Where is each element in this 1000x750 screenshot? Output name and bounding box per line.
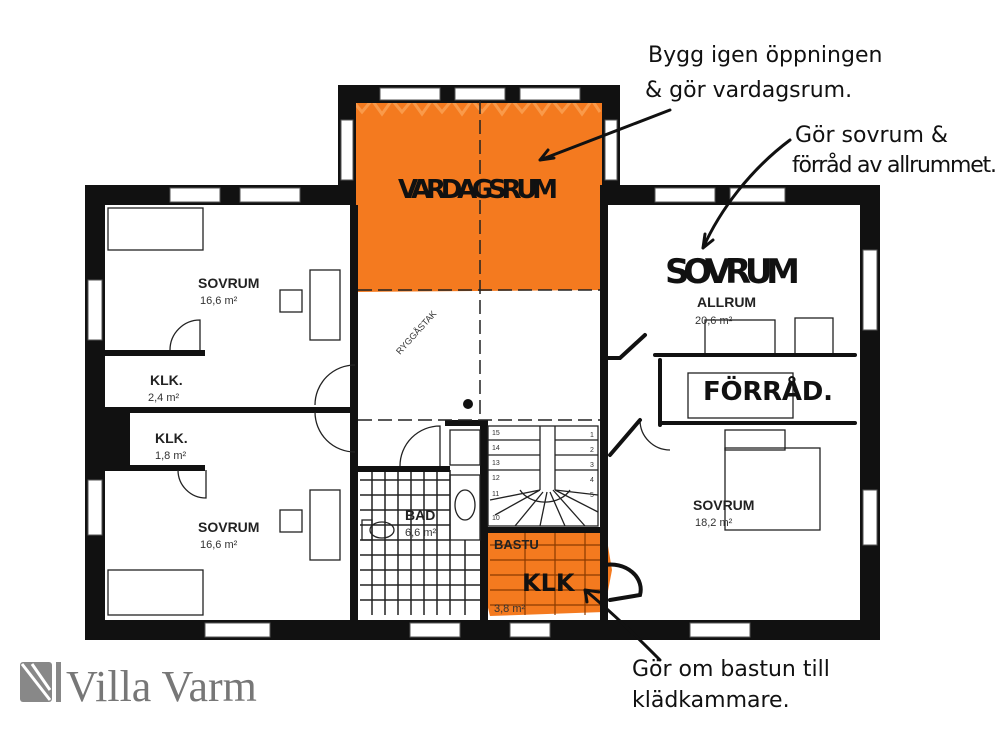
annotation-right: Gör sovrum & förråd av allrummet. bbox=[792, 123, 997, 178]
annotation-top: Bygg igen öppningen & gör vardagsrum. bbox=[645, 43, 882, 103]
closet-tiles bbox=[490, 530, 605, 615]
ridge-post bbox=[463, 399, 473, 409]
svg-text:15: 15 bbox=[492, 430, 500, 437]
svg-text:ALLRUM: ALLRUM bbox=[697, 294, 756, 310]
svg-text:SOVRUM: SOVRUM bbox=[198, 519, 259, 535]
svg-text:2,4 m²: 2,4 m² bbox=[148, 392, 180, 404]
svg-text:Villa Varm: Villa Varm bbox=[66, 662, 257, 711]
room-bedroom-se: SOVRUM 18,2 m² bbox=[693, 497, 754, 529]
ridge-lines bbox=[358, 100, 600, 421]
svg-text:5: 5 bbox=[590, 492, 594, 499]
svg-text:Gör sovrum &: Gör sovrum & bbox=[795, 123, 948, 148]
svg-text:KLK.: KLK. bbox=[155, 430, 188, 446]
closet-highlight bbox=[480, 528, 612, 616]
svg-text:11: 11 bbox=[492, 491, 499, 498]
handwritten-storage: FÖRRÅD. bbox=[703, 374, 833, 407]
room-bedroom-nw: SOVRUM 16,6 m² bbox=[198, 275, 259, 307]
svg-text:3,8 m²: 3,8 m² bbox=[494, 603, 526, 615]
annotation-bottom: Gör om bastun till klädkammare. bbox=[632, 657, 830, 713]
svg-text:18,2 m²: 18,2 m² bbox=[695, 517, 733, 529]
svg-text:BAD: BAD bbox=[405, 507, 435, 523]
room-bedroom-sw: SOVRUM 16,6 m² bbox=[198, 519, 259, 551]
svg-text:6,6 m²: 6,6 m² bbox=[405, 527, 437, 539]
svg-text:20,6 m²: 20,6 m² bbox=[695, 315, 733, 327]
svg-text:13: 13 bbox=[492, 460, 500, 467]
svg-text:4: 4 bbox=[590, 477, 594, 484]
handwritten-bedroom: SOVRUM bbox=[665, 252, 800, 292]
handwritten-walls bbox=[601, 333, 857, 602]
svg-text:SOVRUM: SOVRUM bbox=[198, 275, 259, 291]
room-wc-1: KLK. 2,4 m² bbox=[148, 372, 183, 404]
room-sauna: BASTU 3,8 m² bbox=[494, 537, 539, 615]
room-bath: BAD 6,6 m² bbox=[405, 507, 437, 539]
room-family-room: ALLRUM 20,6 m² bbox=[695, 294, 756, 327]
svg-text:16,6 m²: 16,6 m² bbox=[200, 295, 238, 307]
svg-text:1,8 m²: 1,8 m² bbox=[155, 450, 187, 462]
svg-text:Bygg igen öppningen: Bygg igen öppningen bbox=[648, 43, 882, 68]
svg-text:3: 3 bbox=[590, 462, 594, 469]
svg-text:16,6 m²: 16,6 m² bbox=[200, 539, 238, 551]
handwritten-living-room: VARDAGSRUM bbox=[398, 175, 558, 205]
svg-text:BASTU: BASTU bbox=[494, 537, 539, 552]
bath-tiles bbox=[360, 470, 485, 615]
stair-step-numbers: 1 2 3 4 5 10 11 12 13 14 15 bbox=[492, 430, 594, 522]
staircase[interactable] bbox=[487, 425, 599, 527]
svg-text:förråd av allrummet.: förråd av allrummet. bbox=[792, 152, 997, 178]
svg-text:2: 2 bbox=[590, 447, 594, 454]
annotation-arrows bbox=[538, 108, 792, 662]
svg-text:klädkammare.: klädkammare. bbox=[632, 688, 790, 713]
villa-varm-logo: Villa Varm bbox=[20, 662, 257, 711]
room-wc-2: KLK. 1,8 m² bbox=[155, 430, 188, 462]
svg-text:Gör om bastun till: Gör om bastun till bbox=[632, 657, 830, 682]
handwritten-closet: KLK bbox=[522, 569, 576, 597]
svg-text:14: 14 bbox=[492, 445, 500, 452]
svg-text:10: 10 bbox=[492, 515, 500, 522]
windows bbox=[87, 87, 878, 638]
svg-text:SOVRUM: SOVRUM bbox=[693, 497, 754, 513]
svg-text:KLK.: KLK. bbox=[150, 372, 183, 388]
furniture bbox=[107, 207, 834, 616]
svg-text:1: 1 bbox=[590, 432, 594, 439]
svg-text:12: 12 bbox=[492, 475, 500, 482]
svg-text:& gör vardagsrum.: & gör vardagsrum. bbox=[645, 78, 852, 103]
